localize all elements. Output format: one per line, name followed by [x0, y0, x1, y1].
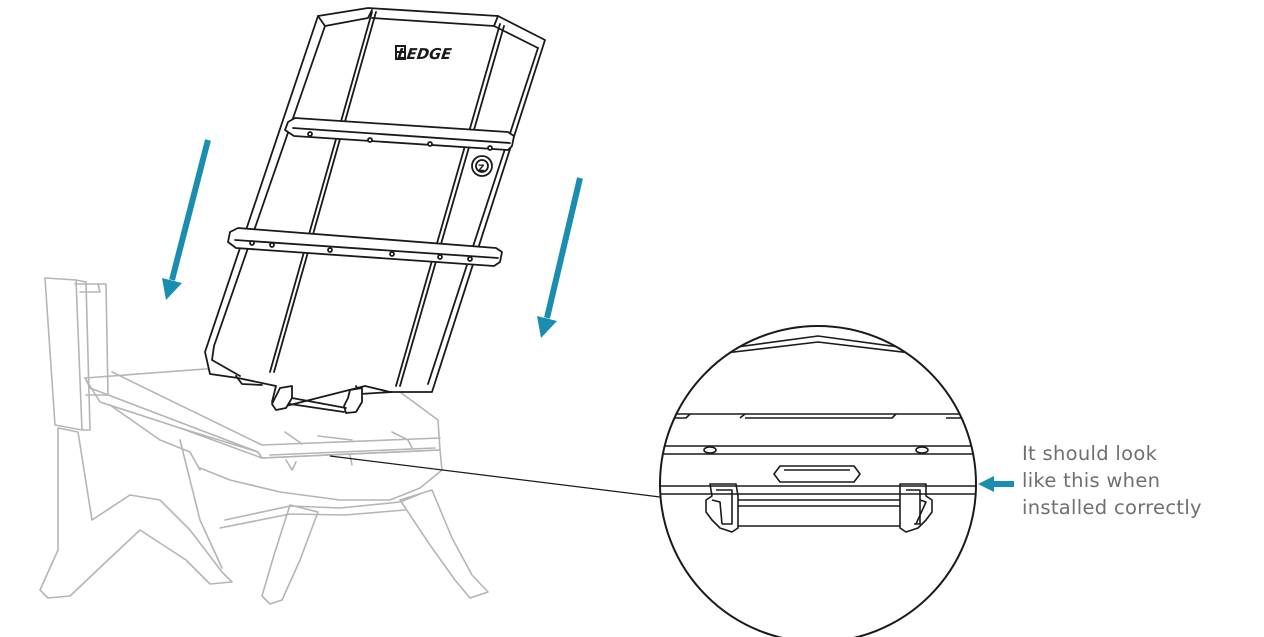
arrow-left-icon: [978, 476, 1014, 492]
chair-front-leg-right: [399, 489, 489, 599]
install-caption: It should look like this when installed …: [1022, 440, 1262, 521]
chair-front-leg-left: [261, 504, 319, 605]
detail-slot: [773, 465, 861, 483]
ledge-panel: Z: [204, 7, 546, 414]
callout-leader-line: [329, 455, 661, 498]
top-crossbar: [284, 117, 515, 151]
detail-clip-left: [705, 483, 739, 533]
zoom-detail-circle: [659, 325, 977, 637]
arrow-down-right-icon: [537, 177, 583, 338]
ledge-logo: LEDGE: [395, 45, 453, 63]
zoom-circle-outline: [659, 325, 977, 637]
chair-back-post-right: [74, 283, 109, 396]
caption-line-1: It should look: [1022, 442, 1158, 465]
caption-line-2: like this when: [1022, 469, 1161, 492]
bottom-crossbar: [227, 227, 503, 267]
chair-back-post-left: [44, 277, 83, 431]
insertion-arrows: [162, 139, 1014, 492]
chair-rear-leg: [39, 427, 233, 599]
panel-clip-right: [343, 387, 363, 414]
svg-text:Z: Z: [478, 164, 485, 174]
chair-front-apron: [199, 449, 443, 501]
panel-clip-left: [271, 385, 293, 411]
detail-clip-right: [899, 483, 933, 533]
ledge-logo-text: LEDGE: [396, 45, 453, 63]
adirondack-chair: [39, 277, 489, 605]
panel-knob: [471, 155, 493, 177]
arrow-down-left-icon: [162, 139, 211, 300]
panel-body: [204, 7, 546, 409]
caption-line-3: installed correctly: [1022, 496, 1202, 519]
